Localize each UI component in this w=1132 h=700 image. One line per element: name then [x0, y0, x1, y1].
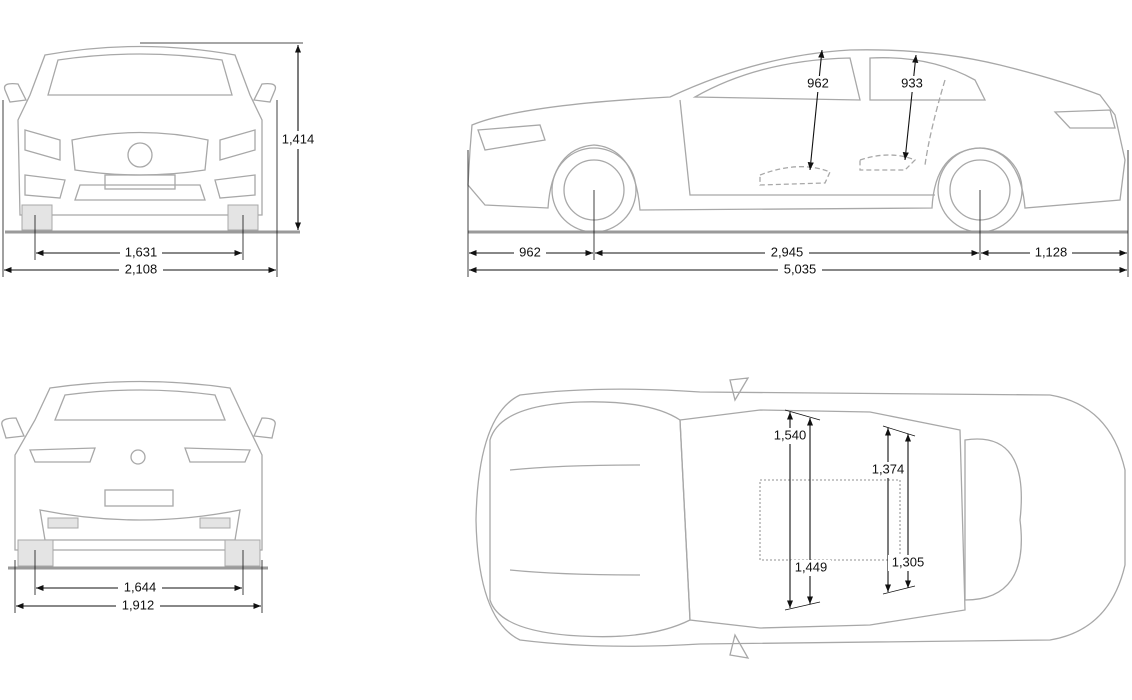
top-dimensions: 1,540 1,449 1,374 1,305: [770, 409, 928, 611]
side-dimensions: 962 933 962 2,945 1,128 5,035: [467, 49, 1129, 278]
front-headroom-label: 962: [807, 75, 829, 90]
length-label: 5,035: [784, 261, 817, 276]
rear-track-label: 1,644: [124, 579, 157, 594]
rear-overhang-label: 1,128: [1035, 244, 1068, 259]
top-view: [475, 377, 1126, 659]
rear-shoulder-width-label: 1,374: [872, 461, 905, 476]
wheelbase-label: 2,945: [771, 244, 804, 259]
front-overhang-label: 962: [519, 244, 541, 259]
rear-dimensions: 1,644 1,912: [14, 550, 263, 614]
rear-view: [1, 380, 276, 570]
front-view: [3, 45, 300, 234]
front-shoulder-width-label: 1,540: [774, 427, 807, 442]
front-height-label: 1,414: [282, 131, 315, 146]
rear-width-label: 1,912: [122, 597, 155, 612]
side-view: [467, 49, 1128, 234]
rear-elbow-width-label: 1,305: [892, 554, 925, 569]
rear-headroom-label: 933: [901, 75, 923, 90]
front-dimensions: 1,414 1,631 2,108: [2, 42, 316, 278]
front-elbow-width-label: 1,449: [795, 559, 828, 574]
front-width-label: 2,108: [125, 261, 158, 276]
front-track-label: 1,631: [125, 244, 158, 259]
